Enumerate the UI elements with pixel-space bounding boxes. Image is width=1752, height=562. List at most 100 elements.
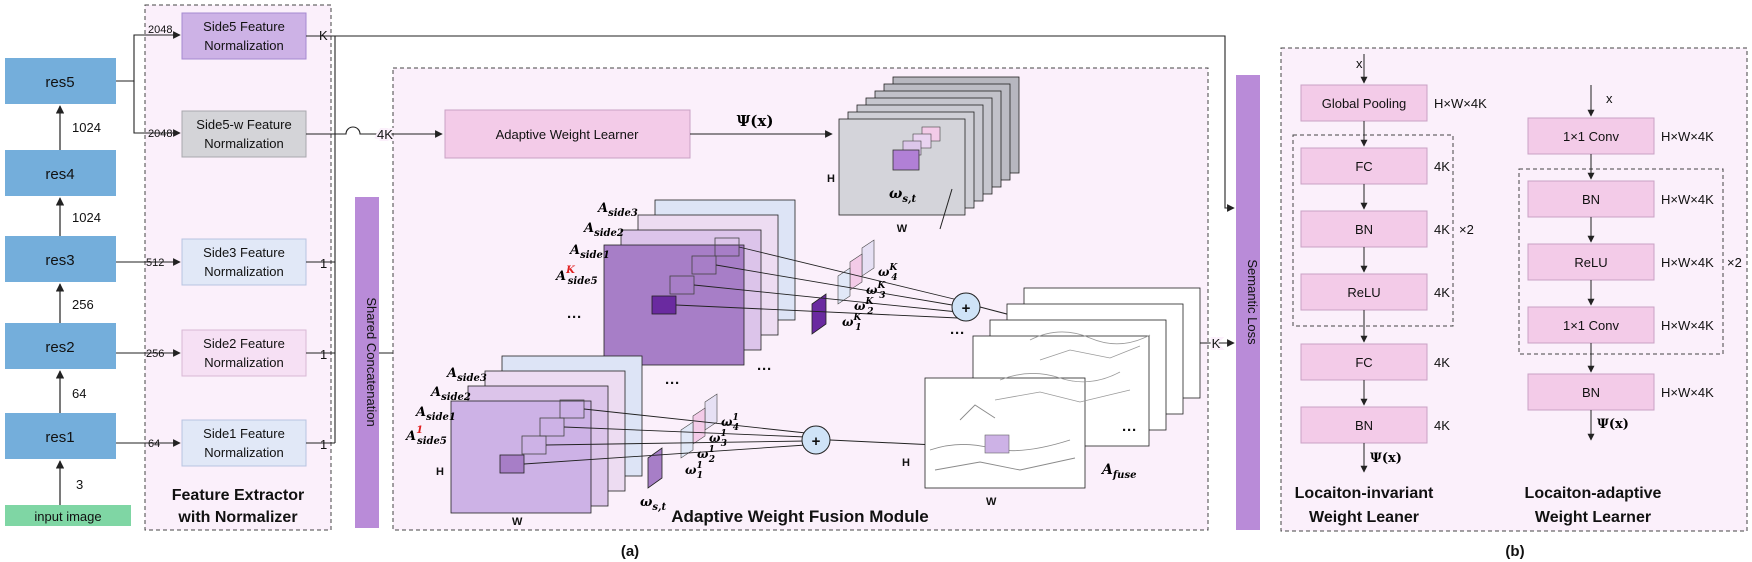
inv-repeat: ×2 [1459,222,1474,237]
inv-output-psi: Ψ(x) [1370,451,1402,466]
input-image-label: input image [34,509,101,524]
bottom-a-side3: Aside3 [445,366,487,384]
ellipsis-middle: ··· [757,361,772,378]
inv-fc1-label: FC [1355,159,1372,174]
res5-label: res5 [45,74,74,91]
stack-w-label: W [897,223,908,235]
res2-block [5,323,116,369]
side1-norm-l1: Side1 Feature [203,426,285,441]
bottom-sum-plus: + [812,433,821,450]
ada-bn1-dim: H×W×4K [1661,192,1714,207]
fusion-title: Adaptive Weight Fusion Module [671,507,929,526]
normalizer-panel: Side5 Feature Normalization Side5-w Feat… [116,4,336,531]
ellipsis-bottom-left: ··· [665,375,680,392]
ada-title-l2: Weight Learner [1535,509,1651,526]
side3-out-ch: 1 [320,256,327,271]
fuse-k-label: K [1212,336,1221,351]
inv-bn2-label: BN [1355,418,1373,433]
ellipsis-fuse: ··· [1122,422,1137,439]
weight-tensor-stack: H W ωs,t [827,76,1020,235]
ada-bn2-box [1527,373,1655,411]
learner-in-ch: 4K [377,127,393,142]
top-a-side2: Aside2 [582,221,624,239]
channel-1024-b: 1024 [72,210,101,225]
inv-global-pooling-dim: H×W×4K [1434,96,1487,111]
channel-64: 64 [72,386,86,401]
side2-out-ch: 1 [320,347,327,362]
res1-block [5,413,116,459]
panel-b: x Global Pooling H×W×4K FC 4K BN 4K ×2 R… [1280,47,1748,532]
semantic-loss-label: Semantic Loss [1245,259,1260,345]
inv-fc2-label: FC [1355,355,1372,370]
inv-fc2-dim: 4K [1434,355,1450,370]
side5-norm-l1: Side5 Feature [203,19,285,34]
bottom-pixel-cell [499,454,525,474]
psi-label: Ψ(x) [737,112,774,130]
ada-conv1-dim: H×W×4K [1661,129,1714,144]
side1-norm-box [181,419,307,467]
inv-relu-box [1300,273,1428,311]
side5-norm-l2: Normalization [204,38,283,53]
side2-norm-l1: Side2 Feature [203,336,285,351]
inv-relu-dim: 4K [1434,285,1450,300]
side5w-norm-l2: Normalization [204,136,283,151]
res3-block [5,236,116,282]
res1-label: res1 [45,429,74,446]
res4-label: res4 [45,166,74,183]
res4-block [5,150,116,196]
normalizer-title-l1: Feature Extractor [172,487,305,504]
ada-title-l1: Locaiton-adaptive [1525,485,1662,502]
semantic-loss-bar [1236,75,1260,530]
channel-1024-a: 1024 [72,120,101,135]
top-sum-plus: + [962,300,971,317]
inv-global-pooling-box [1300,84,1428,122]
inv-title-l2: Weight Leaner [1309,509,1419,526]
ada-conv1-label: 1×1 Conv [1563,129,1620,144]
side2-norm-l2: Normalization [204,355,283,370]
concat-label: Shared Concatenation [364,297,379,426]
ada-conv2-box [1527,306,1655,344]
bottom-weight-cell-label: ωs,t [640,495,667,513]
inv-bn1-box [1300,210,1428,248]
side3-norm-l2: Normalization [204,264,283,279]
inv-bn2-dim: 4K [1434,418,1450,433]
side3-norm-box [181,238,307,286]
channel-3: 3 [76,477,83,492]
adaptive-weight-learner-label: Adaptive Weight Learner [496,127,640,142]
ada-bn1-label: BN [1582,192,1600,207]
ada-bn1-box [1527,180,1655,218]
side5-in-ch: 2048 [148,24,172,36]
side5w-norm-l1: Side5-w Feature [196,117,291,132]
ada-output-psi: Ψ(x) [1597,417,1629,432]
side1-in-ch: 64 [148,438,160,450]
ada-conv2-label: 1×1 Conv [1563,318,1620,333]
bottom-a-side1: Aside1 [414,405,456,423]
a-fuse-label: Afuse [1100,462,1136,481]
input-image-block [5,505,131,526]
res2-label: res2 [45,339,74,356]
ada-bn2-dim: H×W×4K [1661,385,1714,400]
inv-global-pooling-label: Global Pooling [1322,96,1407,111]
top-pixel-cell [651,295,677,315]
side1-out-ch: 1 [320,437,327,452]
bottom-h-label: H [436,466,444,478]
fuse-h-label: H [902,457,910,469]
ada-repeat: ×2 [1727,255,1742,270]
inv-bn1-dim: 4K [1434,222,1450,237]
weight-cell [892,149,920,171]
bottom-w-label: W [512,516,523,528]
inv-relu-label: ReLU [1347,285,1380,300]
ada-bn2-label: BN [1582,385,1600,400]
fused-output-stack: H W Afuse ··· ··· K [902,287,1235,508]
